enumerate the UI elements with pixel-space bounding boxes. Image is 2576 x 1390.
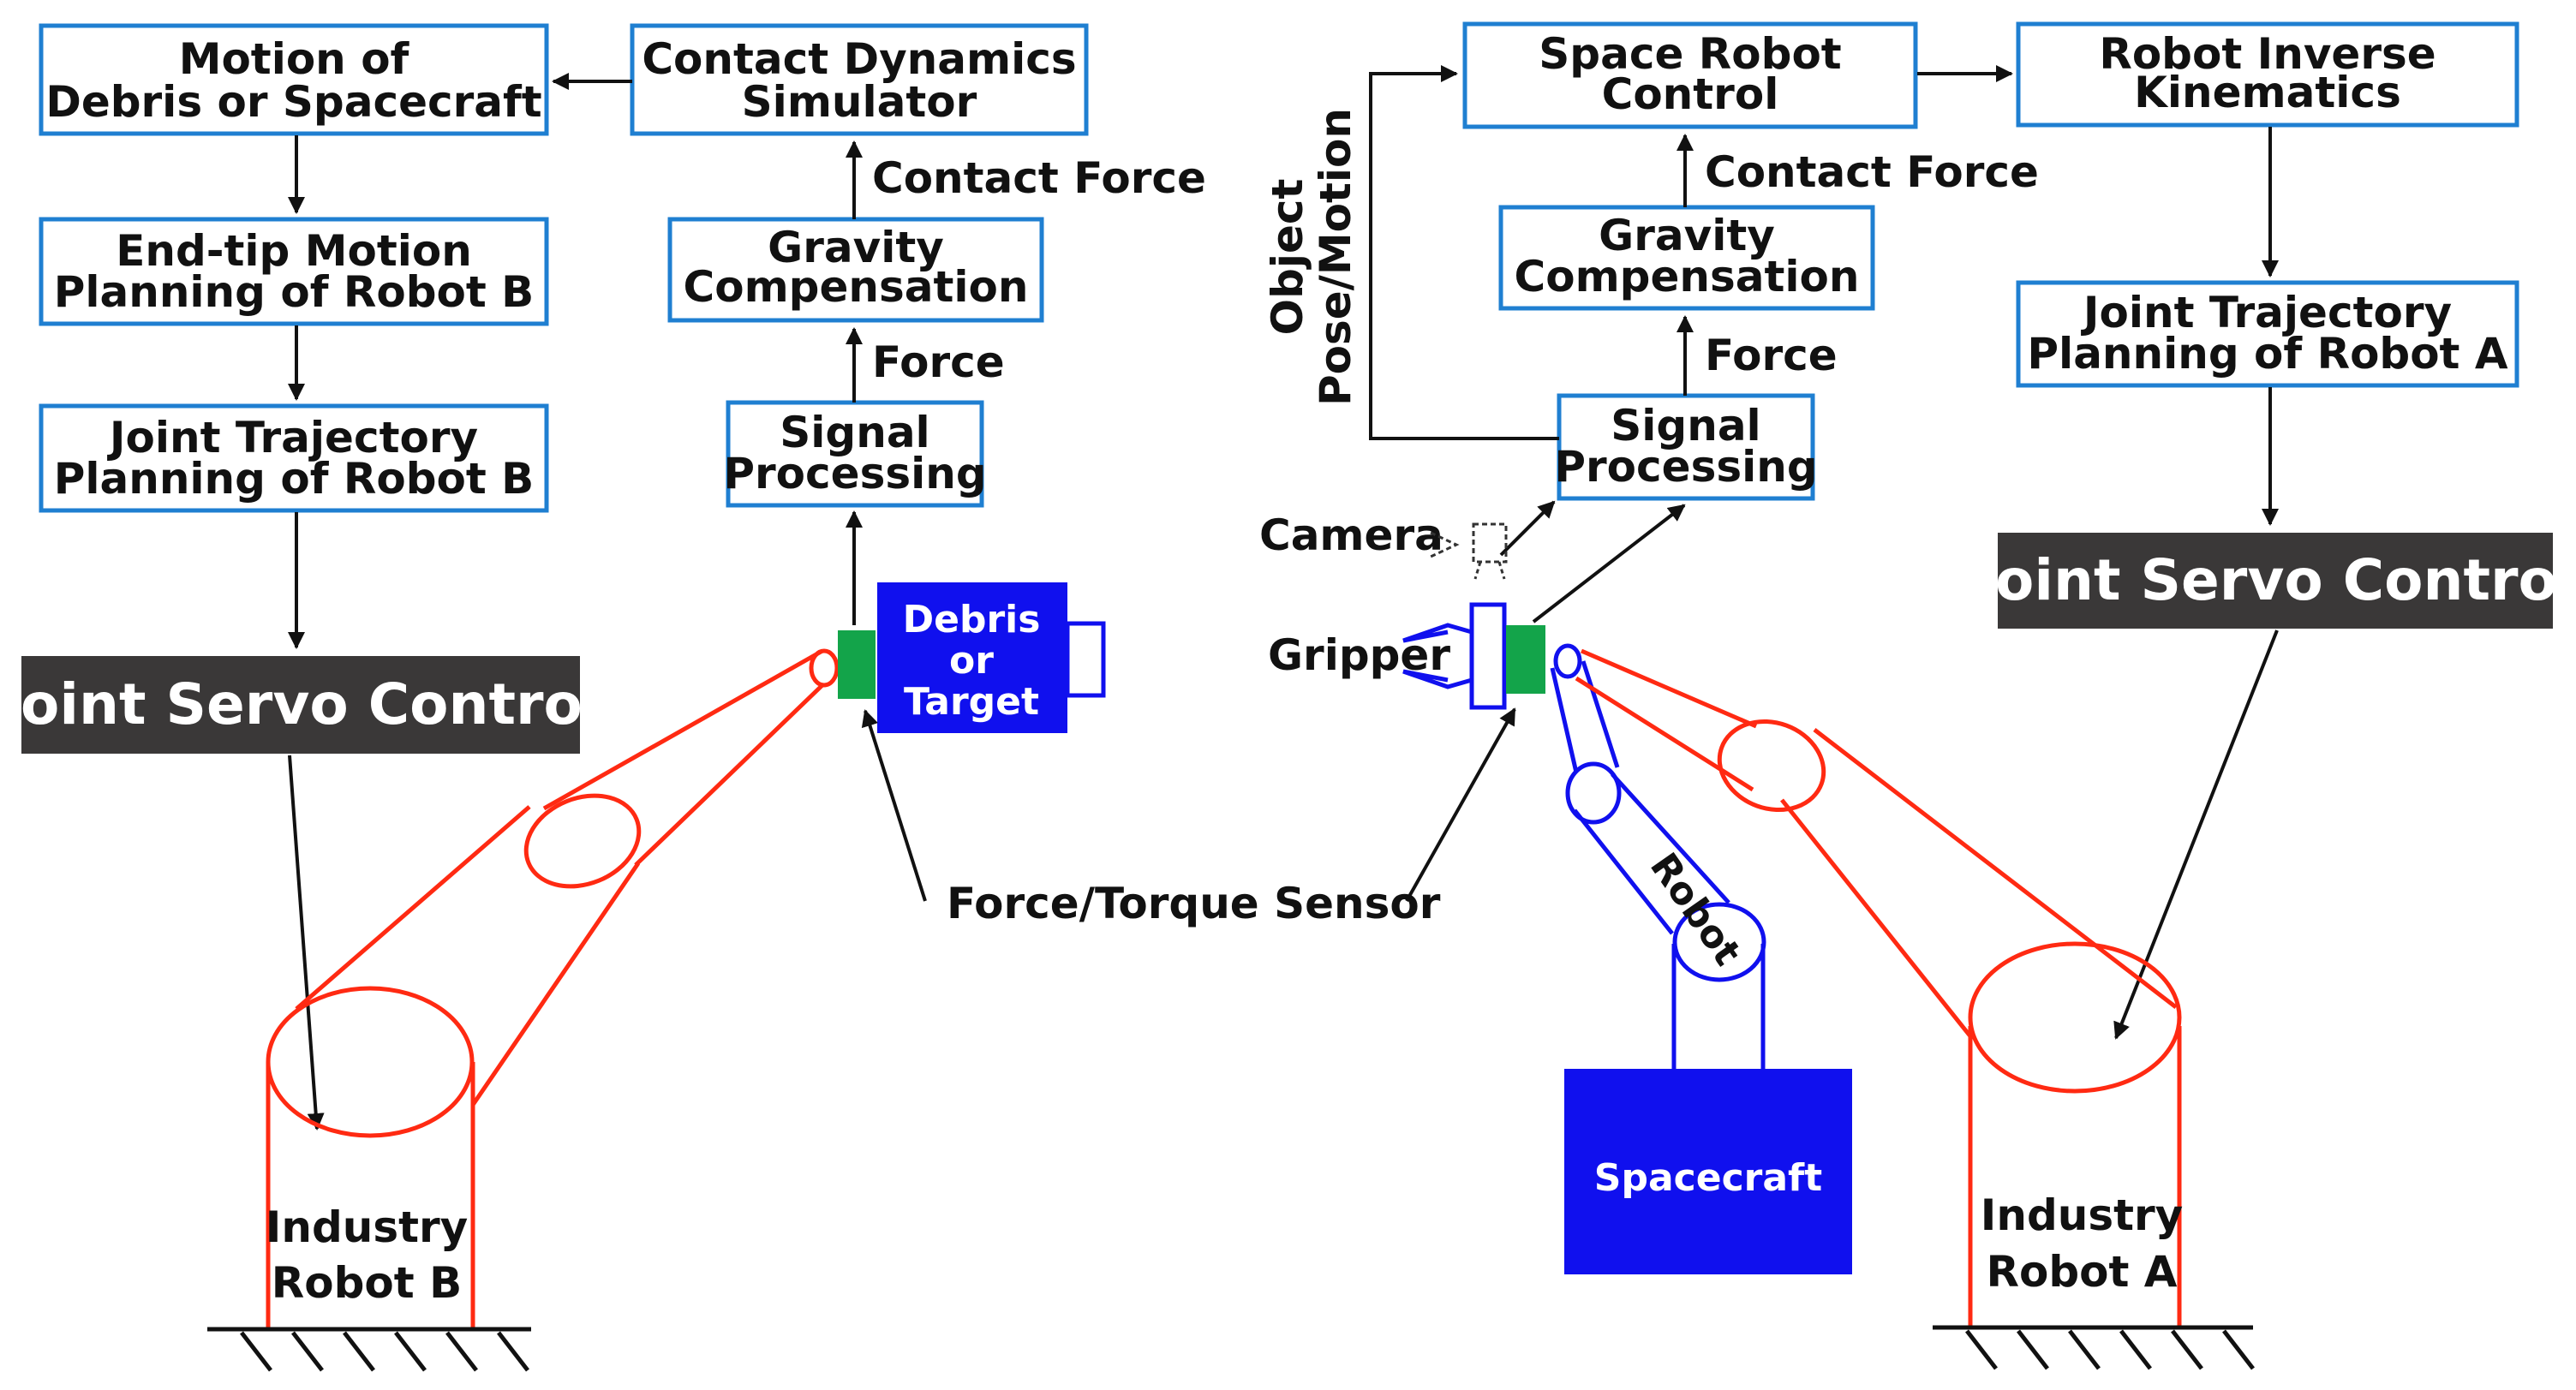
svg-text:Joint Trajectory: Joint Trajectory: [2081, 288, 2452, 337]
svg-text:Simulator: Simulator: [742, 77, 977, 127]
box-gravity-compensation-b: Gravity Compensation: [667, 217, 1044, 323]
svg-text:Motion of: Motion of: [179, 34, 410, 84]
svg-text:Spacecraft: Spacecraft: [1594, 1156, 1822, 1200]
svg-text:Planning of Robot B: Planning of Robot B: [54, 267, 535, 317]
arrow-ft-label-to-sensor-a: [1405, 707, 1516, 902]
arrow-ft-label-to-sensor-b: [861, 709, 927, 902]
ground-b: [207, 1327, 531, 1372]
svg-text:Compensation: Compensation: [1515, 252, 1860, 301]
industry-robot-a: Industry Robot A: [1575, 648, 2184, 1327]
label-force-b: Force: [872, 337, 1005, 387]
force-torque-sensor-a: [1506, 625, 1545, 694]
spacecraft: Spacecraft: [1564, 1069, 1852, 1274]
svg-text:Processing: Processing: [1554, 442, 1817, 492]
svg-text:Object: Object: [1263, 179, 1312, 336]
svg-text:Industry: Industry: [266, 1202, 469, 1252]
svg-text:Compensation: Compensation: [684, 262, 1029, 312]
arrow-pose-feedback: [1369, 65, 1559, 440]
label-force-a: Force: [1705, 331, 1838, 380]
svg-text:End-tip Motion: End-tip Motion: [116, 226, 472, 276]
box-contact-dynamics-simulator: Contact Dynamics Simulator: [630, 23, 1089, 136]
svg-text:Signal: Signal: [780, 408, 929, 457]
space-robot: Robot: [1550, 643, 1766, 1069]
svg-text:Contact Dynamics: Contact Dynamics: [642, 34, 1076, 84]
joint-servo-control-b: Joint Servo Control: [0, 656, 602, 754]
svg-text:Debris or Spacecraft: Debris or Spacecraft: [45, 77, 541, 127]
joint-servo-control-a: Joint Servo Control: [1970, 533, 2576, 629]
svg-text:Industry: Industry: [1981, 1190, 2184, 1240]
gripper: [1402, 602, 1507, 710]
label-camera: Camera: [1259, 510, 1443, 560]
svg-text:Target: Target: [904, 680, 1039, 724]
arrow-sensor-to-signal-a: [1532, 504, 1686, 623]
box-motion-of-debris: Motion of Debris or Spacecraft: [39, 23, 549, 136]
svg-text:Pose/Motion: Pose/Motion: [1311, 108, 1360, 406]
industry-robot-b: Industry Robot B: [266, 648, 840, 1329]
svg-text:Joint Servo Control: Joint Servo Control: [0, 671, 602, 737]
box-joint-trajectory-a: Joint Trajectory Planning of Robot A: [2016, 280, 2519, 388]
box-signal-processing-a: Signal Processing: [1554, 393, 1818, 501]
label-contact-force-b: Contact Force: [872, 153, 1206, 203]
box-signal-processing-b: Signal Processing: [723, 400, 987, 508]
arrow-servo-to-robot-a: [2113, 629, 2279, 1040]
svg-text:Gravity: Gravity: [1599, 211, 1775, 260]
svg-text:Joint Servo Control: Joint Servo Control: [1970, 547, 2576, 613]
arrow-camera-to-signal: [1499, 500, 1556, 557]
box-joint-trajectory-b: Joint Trajectory Planning of Robot B: [39, 403, 549, 513]
label-object-pose-motion: Object Pose/Motion: [1263, 108, 1360, 406]
svg-text:Space Robot: Space Robot: [1539, 29, 1841, 79]
debris-or-target: Debris or Target: [877, 582, 1106, 733]
box-space-robot-control: Space Robot Control: [1462, 21, 1918, 129]
svg-text:Joint Trajectory: Joint Trajectory: [107, 413, 478, 462]
svg-text:Processing: Processing: [723, 449, 986, 498]
force-torque-sensor-b: [838, 630, 876, 699]
svg-text:Robot Inverse: Robot Inverse: [2099, 29, 2436, 79]
svg-text:Signal: Signal: [1611, 401, 1760, 450]
box-end-tip-motion-planning: End-tip Motion Planning of Robot B: [39, 217, 549, 326]
svg-text:Gravity: Gravity: [768, 223, 944, 272]
svg-text:Robot A: Robot A: [1987, 1247, 2178, 1297]
box-robot-inverse-kinematics: Robot Inverse Kinematics: [2016, 21, 2519, 128]
label-contact-force-a: Contact Force: [1705, 147, 2039, 197]
ground-a: [1933, 1325, 2255, 1370]
svg-text:or: or: [949, 639, 994, 683]
camera-icon: [1430, 522, 1508, 580]
svg-text:Control: Control: [1602, 69, 1779, 119]
arrow-servo-to-robot-b: [288, 755, 325, 1130]
box-gravity-compensation-a: Gravity Compensation: [1498, 205, 1875, 311]
svg-text:Robot B: Robot B: [272, 1258, 462, 1308]
svg-text:Debris: Debris: [903, 598, 1041, 641]
svg-text:Planning of Robot A: Planning of Robot A: [2027, 329, 2507, 379]
svg-text:Planning of Robot B: Planning of Robot B: [54, 454, 535, 504]
label-force-torque-sensor: Force/Torque Sensor: [947, 879, 1441, 928]
svg-text:Kinematics: Kinematics: [2134, 68, 2401, 117]
